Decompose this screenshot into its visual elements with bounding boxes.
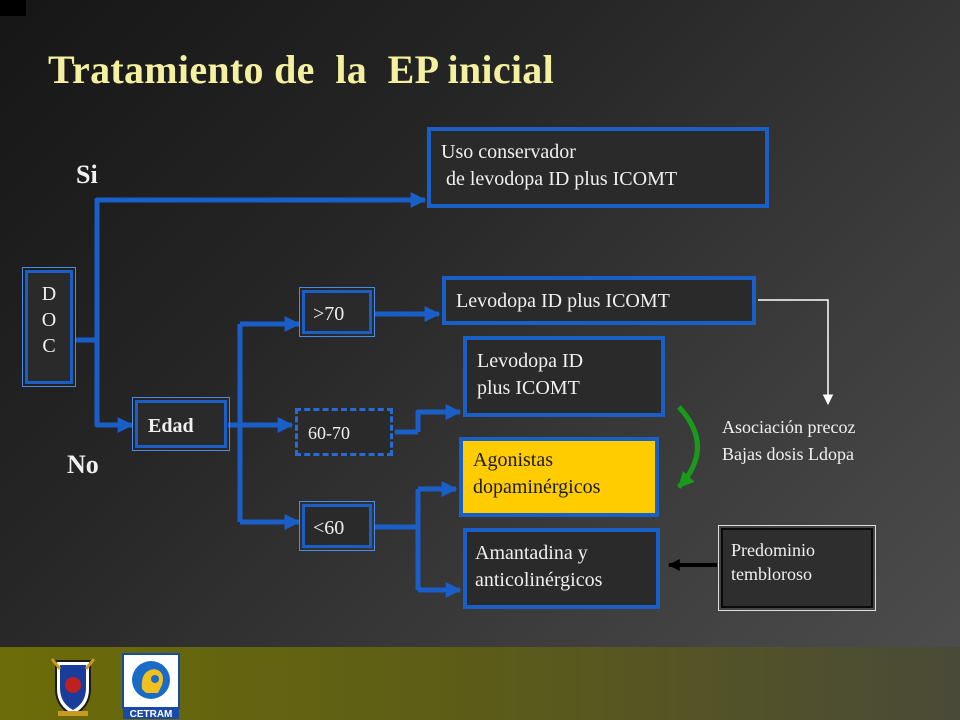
levodopa-60-70-line-1: Levodopa ID (477, 350, 584, 372)
amantadina-line-2: anticolinérgicos (475, 569, 603, 591)
predominio-box: Predominio tembloroso (718, 525, 876, 611)
levodopa-gt70-label: Levodopa ID plus ICOMT (456, 290, 670, 312)
age-gt70-label: >70 (313, 303, 345, 325)
doc-letter-d: D (41, 283, 57, 305)
no-branch-line (94, 340, 134, 434)
agonistas-box: Agonistas dopaminérgicos (459, 437, 659, 517)
doc-letter-c: C (42, 335, 56, 357)
predominio-line-2: tembloroso (731, 564, 812, 585)
6070-spine (415, 403, 462, 432)
levodopa-60-70-box: Levodopa ID plus ICOMT (463, 336, 665, 417)
age-60-70-label: 60-70 (308, 423, 350, 443)
edad-label: Edad (148, 415, 194, 437)
label-si: Si (76, 160, 98, 189)
levodopa-gt70-box: Levodopa ID plus ICOMT (442, 276, 756, 325)
age-lt60-label: <60 (313, 517, 345, 539)
amantadina-box: Amantadina y anticolinérgicos (463, 528, 660, 609)
age-lt60-box: <60 (299, 501, 375, 551)
annotation-line-1: Asociación precoz (722, 417, 856, 437)
white-elbow-arrow (758, 299, 834, 406)
levodopa-60-70-line-2: plus ICOMT (477, 377, 580, 399)
age-gt70-box: >70 (299, 287, 375, 337)
si-branch-line (94, 191, 427, 340)
agonistas-line-2: dopaminérgicos (473, 476, 601, 498)
footer-bar: CETRAM (0, 647, 960, 720)
university-crest-logo (50, 658, 96, 717)
amantadina-line-1: Amantadina y (475, 542, 588, 564)
conservador-box: Uso conservador de levodopa ID plus ICOM… (427, 127, 769, 208)
doc-box: D O C (22, 267, 76, 387)
corner-mark (0, 0, 26, 16)
doc-letter-o: O (41, 309, 57, 331)
edad-box: Edad (132, 397, 230, 451)
age-60-70-box: 60-70 (295, 408, 393, 456)
annotation-line-2: Bajas dosis Ldopa (722, 444, 854, 464)
conservador-line-2: de levodopa ID plus ICOMT (441, 168, 678, 190)
agonistas-line-1: Agonistas (473, 449, 553, 471)
predominio-line-1: Predominio (731, 540, 815, 560)
cetram-logo-text: CETRAM (130, 709, 173, 719)
asociacion-annotation: Asociación precoz Bajas dosis Ldopa (722, 414, 855, 468)
green-curved-arrow (677, 405, 700, 489)
cetram-logo: CETRAM (122, 653, 180, 719)
label-no: No (67, 450, 99, 479)
conservador-line-1: Uso conservador (441, 141, 576, 163)
slide-title: Tratamiento de la EP inicial (48, 47, 555, 92)
